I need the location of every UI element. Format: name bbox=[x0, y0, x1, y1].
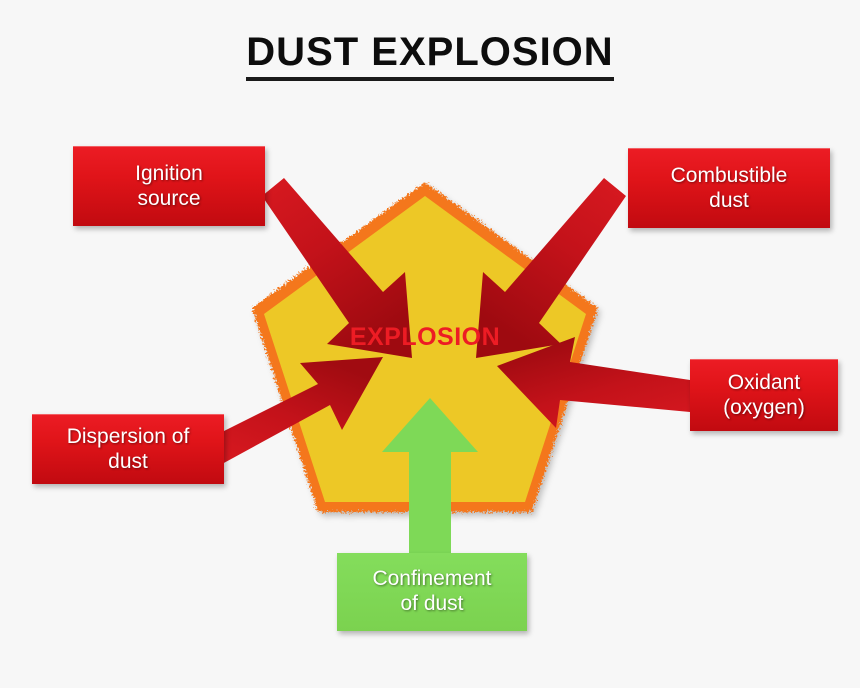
label-text-oxidant-oxygen: Oxidant (oxygen) bbox=[723, 370, 805, 419]
label-text-combustible-dust: Combustible dust bbox=[670, 163, 788, 212]
arrow-dispersion-of-dust bbox=[222, 357, 383, 464]
page-title-text: DUST EXPLOSION bbox=[246, 30, 614, 81]
page-title: DUST EXPLOSION bbox=[0, 30, 860, 81]
label-box-confinement-of-dust[interactable]: Confinement of dust bbox=[337, 553, 527, 631]
label-box-oxidant-oxygen[interactable]: Oxidant (oxygen) bbox=[690, 359, 838, 431]
label-box-ignition-source[interactable]: Ignition source bbox=[73, 146, 265, 226]
explosion-label: EXPLOSION bbox=[350, 323, 500, 351]
label-text-ignition-source: Ignition source bbox=[135, 161, 203, 210]
label-text-confinement-of-dust: Confinement of dust bbox=[372, 567, 492, 615]
label-box-dispersion-of-dust[interactable]: Dispersion of dust bbox=[32, 414, 224, 484]
label-box-combustible-dust[interactable]: Combustible dust bbox=[628, 148, 830, 228]
arrow-oxidant-oxygen bbox=[497, 337, 690, 428]
arrow-ignition-source bbox=[262, 178, 412, 358]
arrow-confinement-of-dust bbox=[382, 398, 478, 560]
label-text-dispersion-of-dust: Dispersion of dust bbox=[66, 424, 190, 473]
arrow-combustible-dust bbox=[476, 178, 626, 358]
